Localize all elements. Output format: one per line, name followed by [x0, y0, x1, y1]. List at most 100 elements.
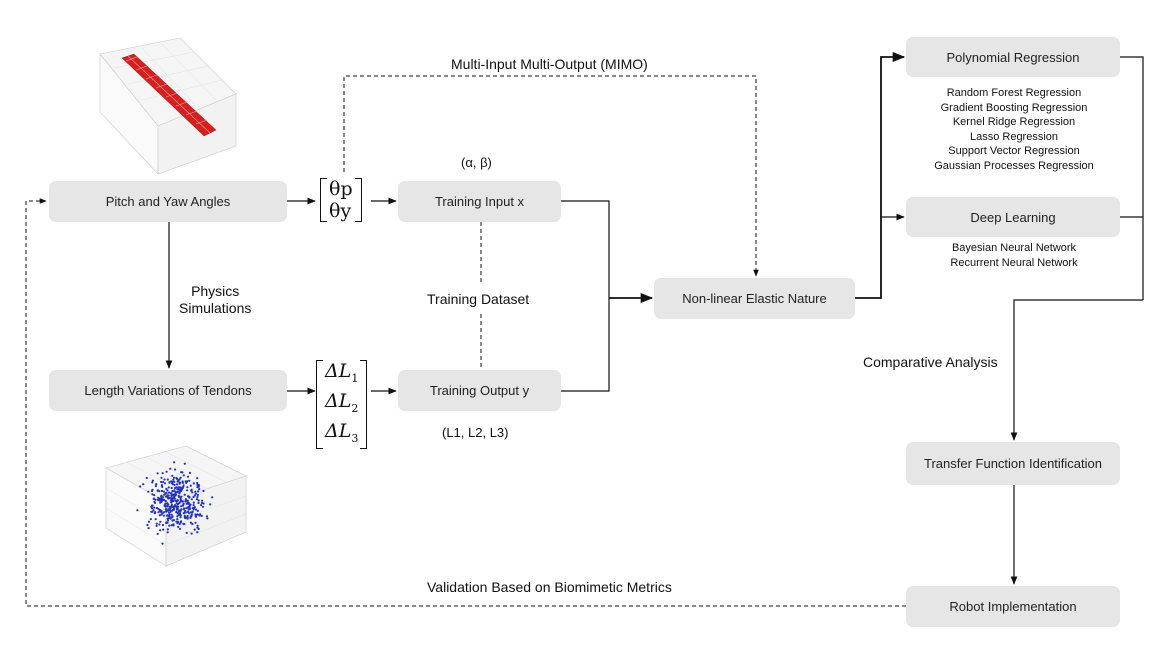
scatter-point: [209, 503, 212, 506]
scatter-point: [161, 523, 164, 527]
scatter-point: [164, 495, 167, 498]
scatter-point: [165, 521, 168, 525]
scatter-point: [200, 504, 203, 507]
scatter-point: [176, 518, 179, 521]
scatter-point: [172, 499, 175, 503]
length-variations-box: Length Variations of Tendons: [49, 370, 287, 411]
scatter-point: [179, 476, 182, 479]
scatter-point: [183, 514, 186, 517]
scatter-point: [188, 496, 191, 499]
scatter-point: [174, 493, 177, 496]
scatter-point: [194, 515, 198, 518]
training-input-label: Training Input x: [434, 194, 525, 209]
scatter-point: [190, 488, 193, 491]
scatter-point: [177, 510, 180, 513]
delta-matrix-right-bracket: [360, 360, 368, 450]
scatter-point: [176, 490, 179, 493]
scatter-point: [167, 494, 170, 497]
scatter-point: [163, 493, 166, 496]
comparative-analysis-label: Comparative Analysis: [863, 354, 998, 370]
regression-method: Gradient Boosting Regression: [940, 101, 1088, 114]
scatter-point: [158, 490, 161, 493]
delta-matrix-left-bracket: [316, 360, 323, 450]
scatter-point: [196, 486, 199, 489]
scatter-point: [162, 528, 165, 531]
scatter-point: [160, 510, 163, 514]
pitch-yaw-box: Pitch and Yaw Angles: [49, 181, 287, 222]
scatter-point: [154, 511, 157, 514]
scatter-point: [176, 487, 179, 490]
deep-learning-label: Deep Learning: [970, 209, 1056, 225]
scatter-point: [159, 529, 162, 532]
scatter-point: [160, 513, 163, 516]
scatter-point: [168, 497, 171, 500]
scatter-point: [177, 513, 180, 516]
scatter-point: [155, 483, 158, 486]
scatter-point: [156, 532, 159, 535]
scatter-point: [188, 471, 192, 474]
scatter-point: [163, 511, 166, 514]
scatter-point: [173, 461, 176, 464]
scatter-point: [170, 503, 173, 506]
scatter-point: [170, 513, 173, 516]
scatter-point: [194, 508, 198, 511]
nonlinear-box: Non-linear Elastic Nature: [654, 278, 855, 319]
scatter-point: [196, 477, 199, 480]
scatter-point: [156, 498, 159, 501]
scatter-point: [197, 499, 200, 502]
scatter-point: [177, 520, 180, 523]
scatter-point: [196, 526, 199, 529]
delta-l3: ΔL3: [325, 419, 359, 445]
scatter-point: [163, 482, 167, 485]
branch-to-polynomial: [855, 51, 906, 299]
scatter-point: [186, 514, 189, 518]
polynomial-regression-label: Polynomial Regression: [946, 49, 1080, 65]
scatter-point: [154, 501, 157, 504]
scatter-point: [175, 510, 178, 514]
scatter-point: [196, 481, 199, 485]
scatter-point: [155, 522, 158, 525]
scatter-point: [172, 524, 175, 527]
scatter-point: [160, 494, 163, 497]
scatter-point: [192, 495, 195, 499]
scatter-point: [158, 499, 161, 502]
scatter-point: [165, 491, 168, 494]
scatter-point: [152, 509, 155, 512]
physics-line-2: Simulations: [179, 300, 252, 316]
scatter-point: [164, 502, 167, 505]
scatter-point: [196, 495, 199, 499]
scatter-point: [166, 489, 169, 492]
deep-method: Recurrent Neural Network: [950, 256, 1078, 269]
scatter-point: [149, 518, 152, 521]
scatter-point: [178, 486, 181, 489]
scatter-point: [191, 522, 194, 526]
scatter-point: [177, 525, 180, 528]
scatter-point: [168, 481, 171, 484]
delta-l1: ΔL1: [325, 360, 359, 385]
scatter-point: [192, 482, 195, 485]
scatter-point: [167, 511, 171, 514]
scatter-points: [136, 461, 214, 545]
scatter-point: [175, 500, 179, 503]
mimo-label: Multi-Input Multi-Output (MIMO): [451, 56, 648, 72]
scatter-point: [201, 499, 204, 502]
validation-label: Validation Based on Biomimetic Metrics: [427, 579, 672, 595]
scatter-point: [171, 497, 174, 500]
scatter-point: [181, 500, 184, 503]
surface-mesh: [121, 53, 217, 137]
scatter-point: [198, 488, 201, 491]
scatter-point: [194, 521, 197, 524]
scatter-point: [172, 508, 175, 511]
scatter-point: [157, 511, 160, 514]
scatter-point: [186, 475, 190, 478]
scatter-point: [186, 516, 189, 519]
scatter-point: [191, 491, 194, 494]
scatter-point: [179, 500, 182, 503]
mimo-dashed-path: [343, 75, 759, 277]
scatter-point: [142, 483, 145, 486]
scatter-point: [136, 509, 139, 512]
nonlinear-label: Non-linear Elastic Nature: [682, 291, 827, 306]
scatter-point: [151, 488, 154, 491]
regression-method: Kernel Ridge Regression: [952, 116, 1076, 128]
l123-label: (L1, L2, L3): [442, 425, 509, 440]
